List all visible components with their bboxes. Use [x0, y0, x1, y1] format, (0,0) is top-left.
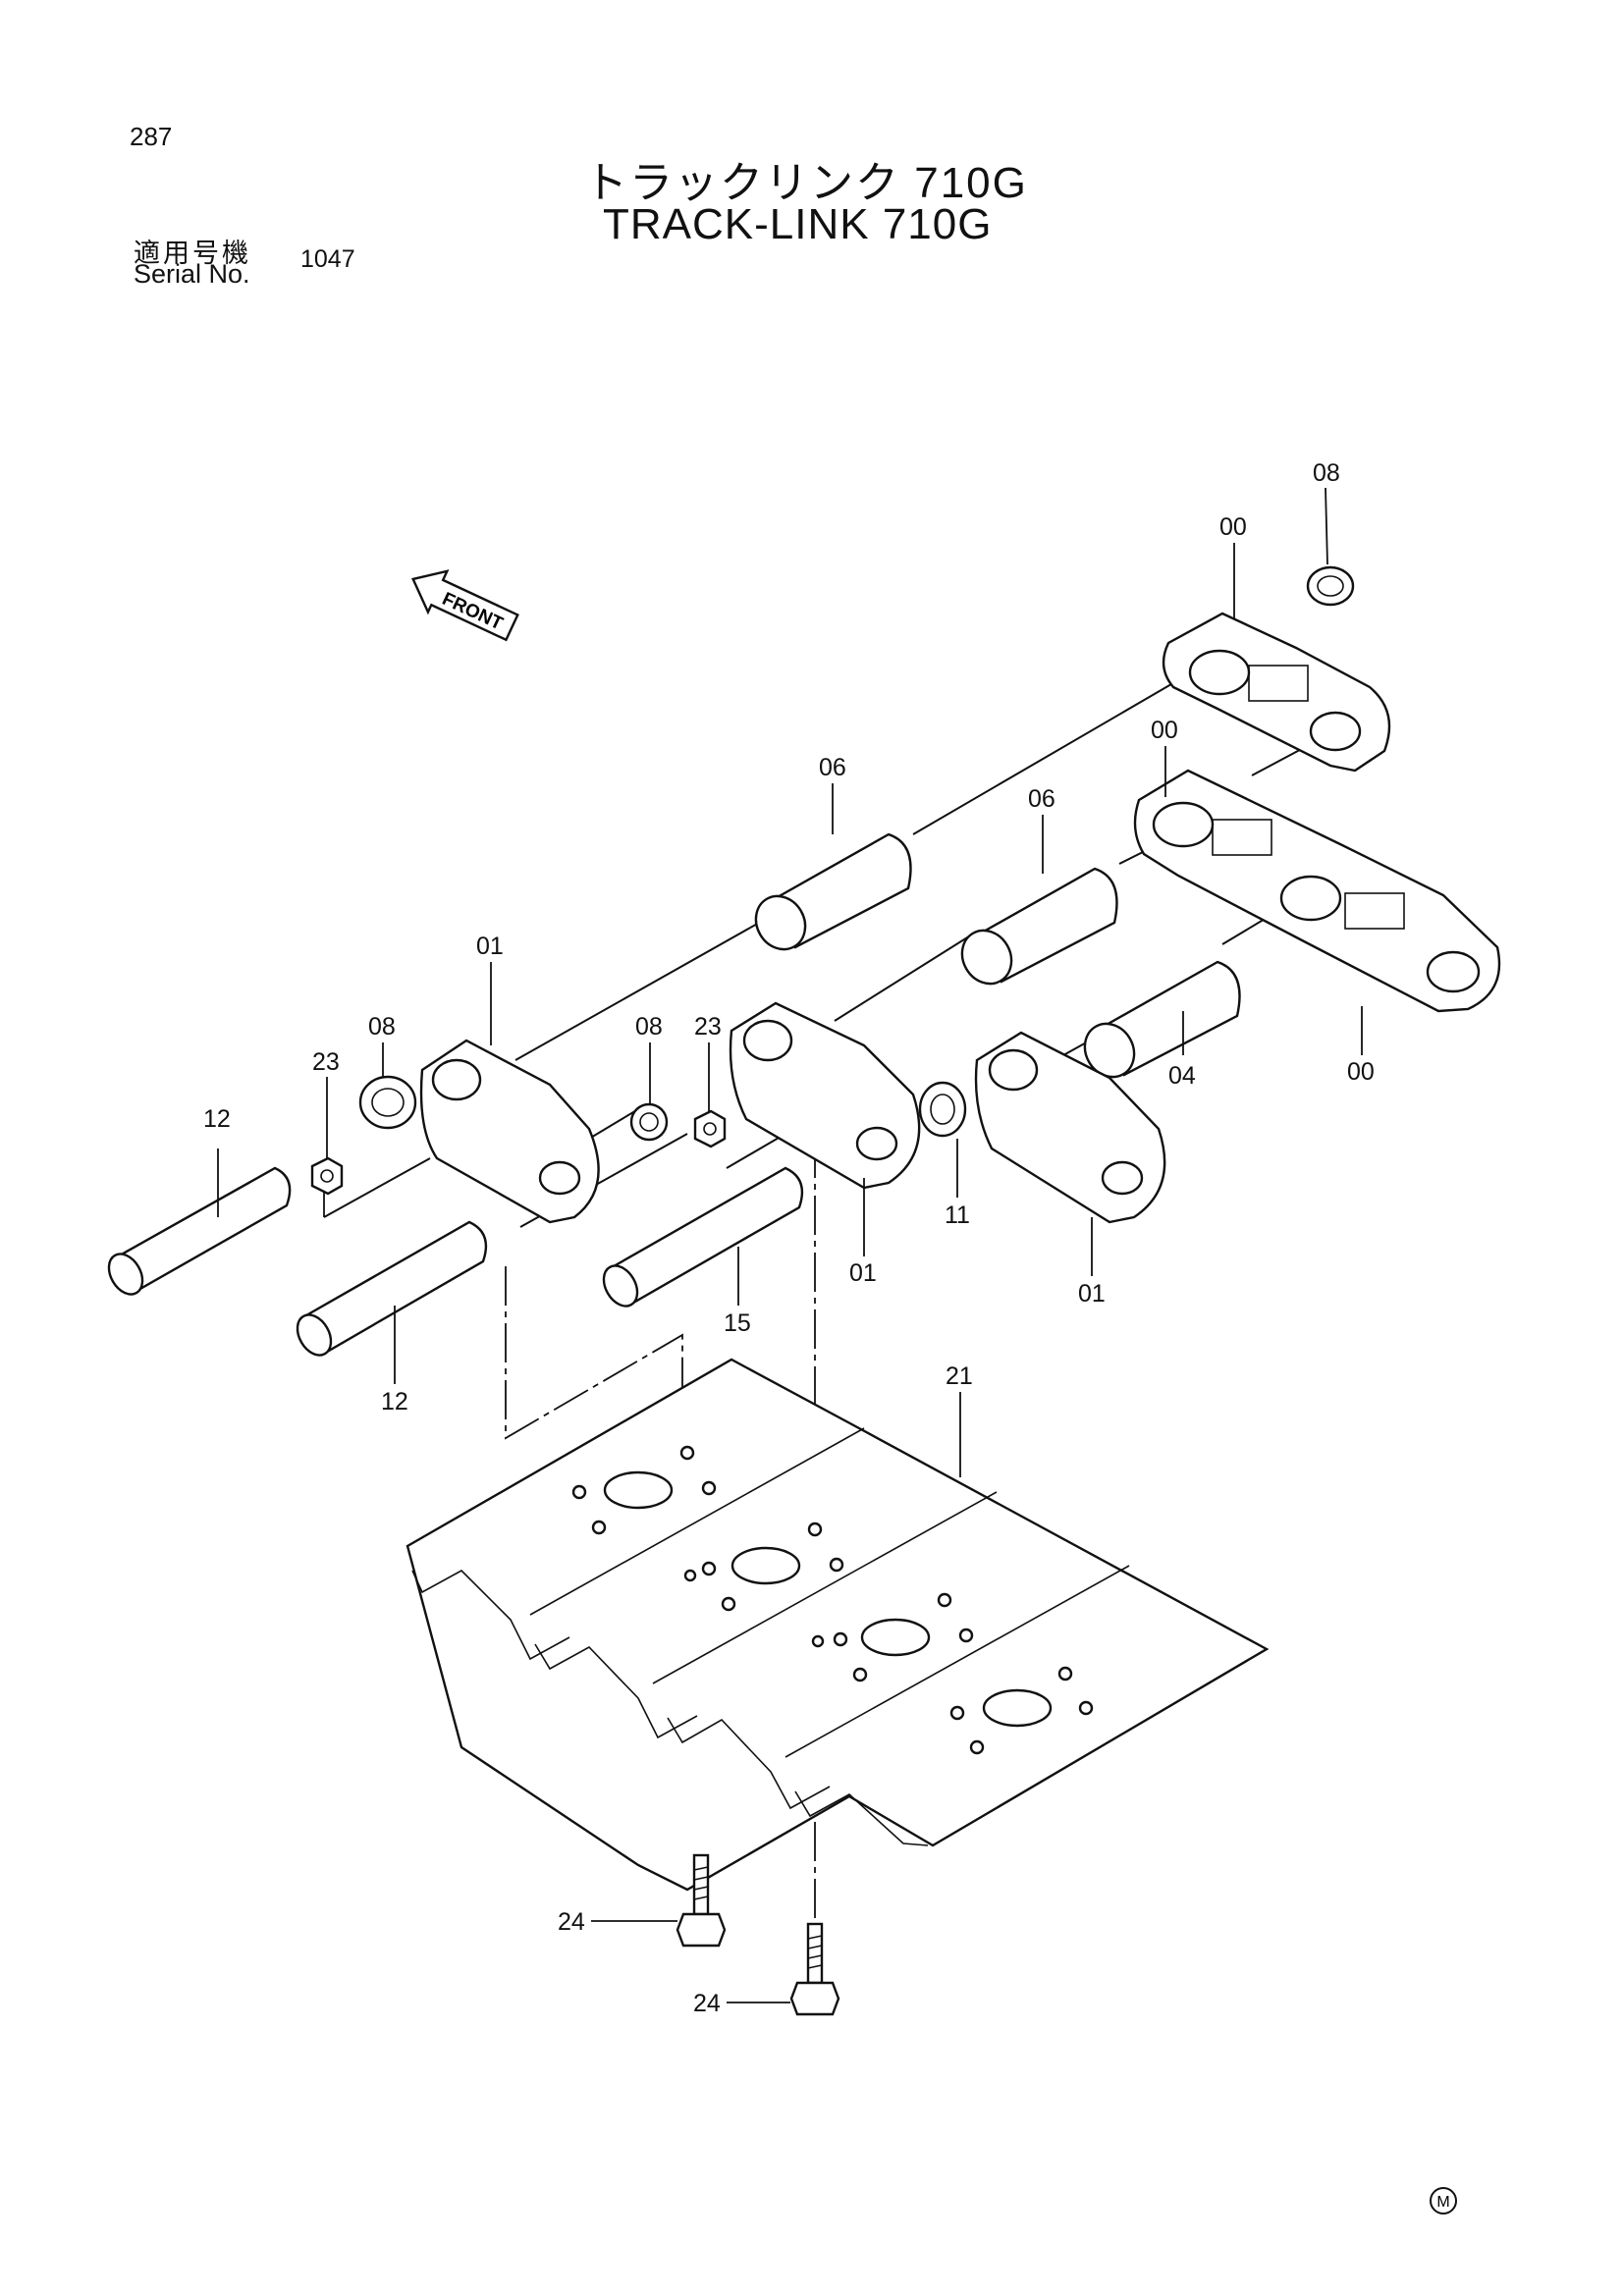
callout-shoe: 21 — [946, 1362, 973, 1390]
serial-label-english: Serial No. — [134, 259, 250, 289]
nut-middle — [693, 1109, 727, 1148]
callout-nut-middle: 23 — [694, 1013, 722, 1041]
callout-bushing-b: 06 — [1028, 785, 1055, 813]
bolt-right — [789, 1922, 840, 2016]
callouts: 08 00 00 00 06 06 04 01 01 01 08 08 23 2… — [203, 459, 1375, 2017]
seal-left — [358, 1075, 417, 1130]
title-english: TRACK-LINK 710G — [603, 200, 993, 248]
callout-spacer: 11 — [945, 1201, 970, 1229]
callout-bushing-c: 04 — [1168, 1062, 1196, 1090]
callout-link-right: 01 — [1078, 1280, 1106, 1308]
callout-bolt-right: 24 — [693, 1990, 721, 2017]
callout-link-assy-middle: 00 — [1151, 717, 1178, 744]
spacer — [918, 1081, 967, 1138]
bolt-left — [676, 1853, 727, 1948]
callout-link-left: 01 — [476, 933, 504, 960]
bushing-b — [960, 867, 1118, 986]
callout-link-assy-right: 00 — [1347, 1058, 1375, 1086]
callout-pin-lower: 12 — [381, 1388, 408, 1415]
link-middle — [729, 1001, 921, 1190]
callout-link-assy-top: 00 — [1219, 513, 1247, 541]
link-assembly-top — [1162, 612, 1391, 773]
pin-lower — [296, 1220, 488, 1357]
callout-nut-left: 23 — [312, 1048, 340, 1076]
link-left — [419, 1039, 600, 1224]
link-assembly-middle — [1133, 769, 1501, 1013]
bushing-a — [754, 832, 912, 951]
seal-middle — [629, 1102, 669, 1142]
serial-label-japanese: 適用号機 — [134, 239, 251, 268]
callout-link-assy-top-seal: 08 — [1313, 459, 1340, 487]
nut-left — [310, 1156, 344, 1196]
callout-seal-middle: 08 — [635, 1013, 663, 1041]
pin-left — [107, 1166, 292, 1296]
link-right — [974, 1031, 1166, 1224]
callout-pin-master: 15 — [724, 1309, 751, 1337]
track-shoe — [406, 1358, 1270, 1892]
page-number: 287 — [130, 122, 173, 151]
serial-number: 1047 — [300, 245, 355, 273]
front-arrow-icon: FRONT — [411, 569, 519, 642]
callout-pin-left: 12 — [203, 1105, 231, 1133]
copyright-mark-icon: M — [1428, 2185, 1459, 2216]
shoe-holes — [571, 1445, 1094, 1755]
leader-lines — [217, 487, 1363, 2003]
copyright-mark-letter: M — [1436, 2194, 1449, 2211]
callout-bolt-left: 24 — [558, 1908, 585, 1936]
seal-top — [1306, 565, 1355, 607]
pin-master — [602, 1166, 804, 1308]
title-japanese: トラックリンク 710G — [584, 159, 1028, 207]
callout-seal-left: 08 — [368, 1013, 396, 1041]
callout-link-middle: 01 — [849, 1259, 877, 1287]
bushing-c — [1083, 960, 1241, 1079]
callout-bushing-a: 06 — [819, 754, 846, 781]
